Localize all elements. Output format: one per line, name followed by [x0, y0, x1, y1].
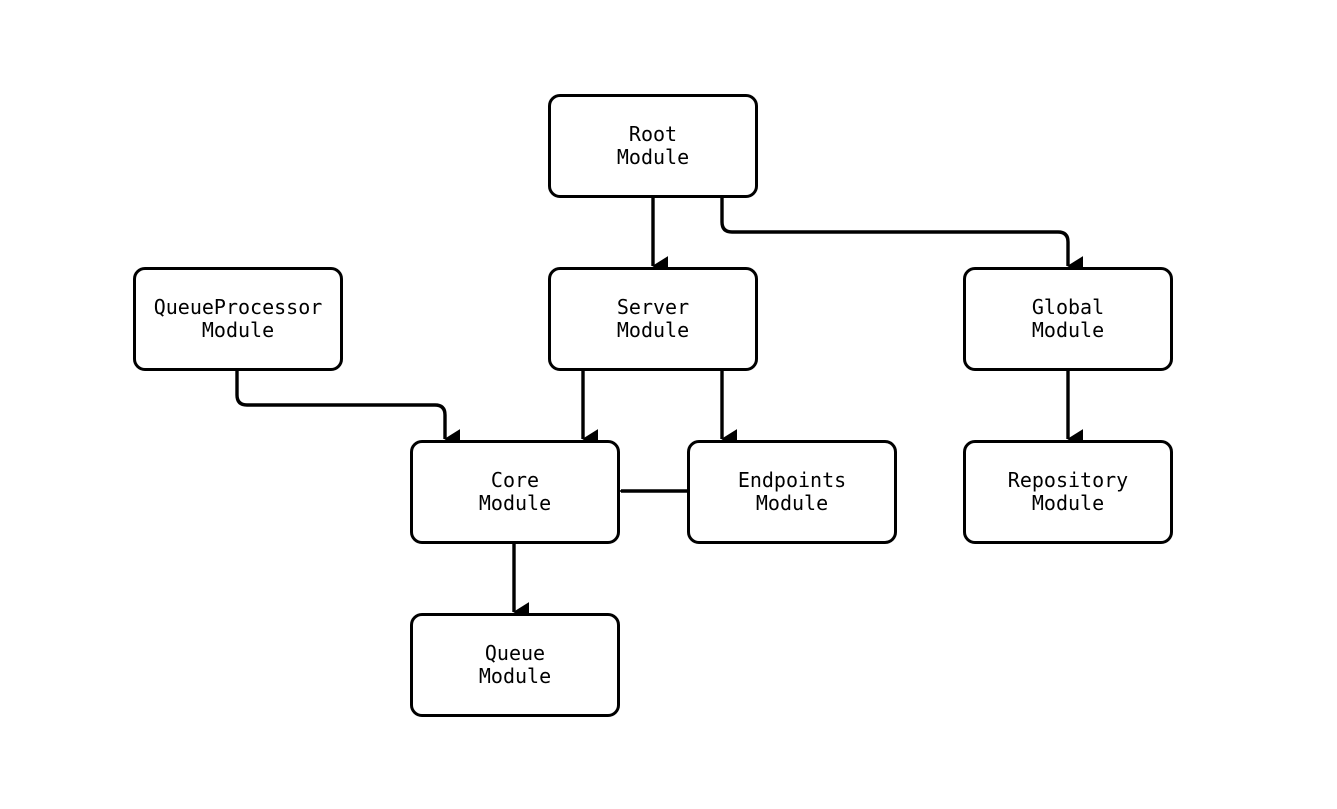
root-module-node[interactable]: Root Module: [548, 94, 758, 198]
core-module-node[interactable]: Core Module: [410, 440, 620, 544]
queueprocessor-module-label-line2: Module: [201, 318, 275, 342]
global-module-node[interactable]: Global Module: [963, 267, 1173, 371]
endpoints-module-label-line2: Module: [755, 491, 829, 515]
queueprocessor-module-label-line1: QueueProcessor: [153, 295, 323, 319]
server-module-label-line2: Module: [616, 318, 690, 342]
endpoints-module-node[interactable]: Endpoints Module: [687, 440, 897, 544]
server-module-node[interactable]: Server Module: [548, 267, 758, 371]
queueprocessor-module-node[interactable]: QueueProcessor Module: [133, 267, 343, 371]
edge-queueprocessor-to-core-path: [235, 371, 461, 449]
repository-module-label-line2: Module: [1031, 491, 1105, 515]
repository-module-label-line1: Repository: [1007, 468, 1129, 492]
core-module-label-line1: Core: [490, 468, 540, 492]
edge-root-to-global-path: [720, 198, 1084, 276]
global-module-label-line1: Global: [1031, 295, 1105, 319]
server-module-label-line1: Server: [616, 295, 690, 319]
core-module-label-line2: Module: [478, 491, 552, 515]
queue-module-label-line2: Module: [478, 664, 552, 688]
repository-module-node[interactable]: Repository Module: [963, 440, 1173, 544]
queue-module-label-line1: Queue: [484, 641, 546, 665]
endpoints-module-label-line1: Endpoints: [737, 468, 847, 492]
root-module-label-line2: Module: [616, 145, 690, 169]
root-module-label-line1: Root: [628, 122, 678, 146]
queue-module-node[interactable]: Queue Module: [410, 613, 620, 717]
global-module-label-line2: Module: [1031, 318, 1105, 342]
